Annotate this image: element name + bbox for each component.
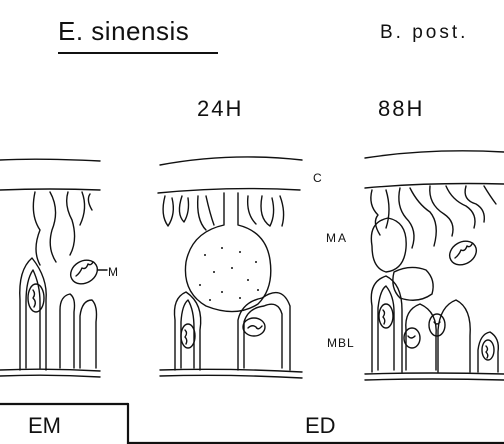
cell-outline (393, 267, 433, 300)
membrane-fold (67, 192, 75, 255)
membrane-fold (446, 186, 475, 228)
cell-outline (406, 304, 436, 370)
membrane-fold (484, 186, 496, 204)
label-mbl: MBL (327, 337, 355, 349)
cell-outline (438, 300, 470, 372)
membrane-fold (50, 192, 56, 262)
cell-outline (371, 276, 402, 372)
stage-label-ed: ED (305, 415, 336, 437)
cuticle-line (365, 184, 504, 189)
basal-lamina (0, 375, 100, 377)
cell-outline (80, 300, 97, 368)
membrane-fold (386, 190, 389, 228)
cell-outline (20, 258, 46, 370)
nucleus-detail (33, 290, 35, 307)
membrane-fold (163, 196, 173, 226)
membrane-fold (198, 196, 206, 230)
panel-em (0, 159, 107, 377)
membrane-fold (33, 192, 40, 265)
nucleus (379, 304, 393, 328)
vacuole-dots (199, 247, 259, 301)
membrane-fold (280, 196, 284, 226)
panel-24h (158, 157, 302, 378)
membrane-fold (80, 192, 85, 225)
stage-bar (0, 404, 504, 444)
nucleus-detail (248, 326, 262, 329)
label-membrane-area: MA (326, 232, 348, 244)
nucleus (181, 324, 195, 348)
nucleus (429, 314, 445, 336)
mitochondrion-cristae (76, 262, 93, 276)
membrane-fold (88, 194, 92, 210)
membrane-fold (261, 196, 274, 226)
label-cuticle: C (313, 172, 322, 184)
basal-lamina (365, 373, 504, 374)
cell-outline (244, 304, 282, 368)
basal-lamina (160, 369, 302, 372)
basal-lamina (0, 369, 100, 371)
label-mitochondrion: M (108, 266, 118, 278)
cell-outline (181, 300, 194, 368)
cuticle-line (365, 151, 504, 158)
mitochondrion (66, 255, 101, 288)
mitochondrion (445, 236, 480, 269)
nucleus (28, 284, 44, 312)
cell-outline (60, 294, 75, 368)
membrane-fold (206, 196, 214, 225)
nucleus-detail (383, 310, 385, 324)
stage-label-em: EM (28, 415, 61, 437)
basal-lamina (365, 379, 504, 380)
membrane-fold (371, 190, 380, 235)
cell-outline (478, 332, 498, 372)
membrane-fold (179, 196, 188, 222)
membrane-fold (248, 196, 256, 224)
cuticle-line (158, 189, 300, 193)
mitochondrion-cristae (455, 244, 472, 258)
nucleus-detail (185, 330, 187, 344)
nucleus-detail (486, 346, 488, 358)
cuticle-line (160, 157, 302, 165)
cuticle-line (0, 189, 100, 190)
cuticle-line (0, 159, 100, 161)
cell-outline (174, 292, 200, 370)
basal-lamina (160, 375, 302, 378)
panel-88h (365, 151, 504, 380)
